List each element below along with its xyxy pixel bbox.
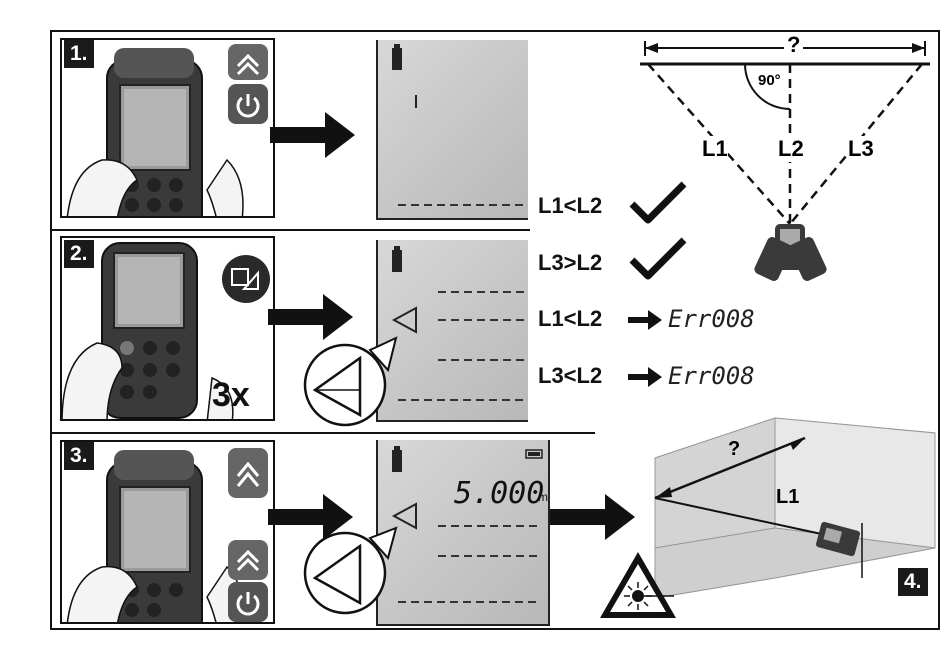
device-mini-icon (753, 224, 828, 283)
condition-2-text: L3>L2 (538, 250, 602, 276)
lcd-display-1 (376, 40, 528, 220)
measure-button-icon (228, 44, 268, 80)
l3-label: L3 (848, 136, 874, 162)
l1-label: L1 (702, 136, 728, 162)
l2-label: L2 (778, 136, 804, 162)
checkmark-icon (628, 236, 688, 285)
checkmark-icon (628, 180, 688, 229)
room-unknown-label: ? (728, 438, 740, 461)
laser-warning-icon (596, 548, 680, 627)
arrow-right-icon (628, 366, 664, 393)
angle-label: 90° (758, 72, 781, 89)
arrow-right-icon (270, 110, 360, 165)
power-button-icon (228, 84, 268, 124)
measure-button-icon (228, 540, 268, 580)
lcd-content-1 (378, 40, 528, 218)
arrow-right-icon (628, 309, 664, 336)
condition-3-text: L1<L2 (538, 306, 602, 332)
divider-2 (50, 432, 595, 434)
power-button-icon (228, 582, 268, 622)
measurement-unit: m (538, 490, 548, 504)
indirect-measurement-icon (222, 255, 270, 303)
error-code-1: Err008 (668, 305, 755, 333)
lcd-display-3: 5.000 m (376, 440, 550, 626)
lcd-content-2 (378, 240, 528, 420)
measure-button-icon (228, 448, 268, 498)
step-2-label: 2. (64, 240, 94, 268)
measurement-value: 5.000 (454, 476, 544, 511)
zoom-callout-2 (300, 330, 400, 435)
condition-4-text: L3<L2 (538, 363, 602, 389)
step-1-label: 1. (64, 40, 94, 68)
zoom-callout-3 (300, 518, 400, 623)
press-count-label: 3x (212, 376, 250, 415)
unknown-distance-label: ? (784, 32, 803, 58)
lcd-content-3 (378, 440, 548, 624)
room-l1-label: L1 (776, 486, 799, 509)
error-code-2: Err008 (668, 362, 755, 390)
step-4-label: 4. (898, 568, 928, 596)
divider-1 (50, 229, 530, 231)
step-3-label: 3. (64, 442, 94, 470)
condition-1-text: L1<L2 (538, 193, 602, 219)
